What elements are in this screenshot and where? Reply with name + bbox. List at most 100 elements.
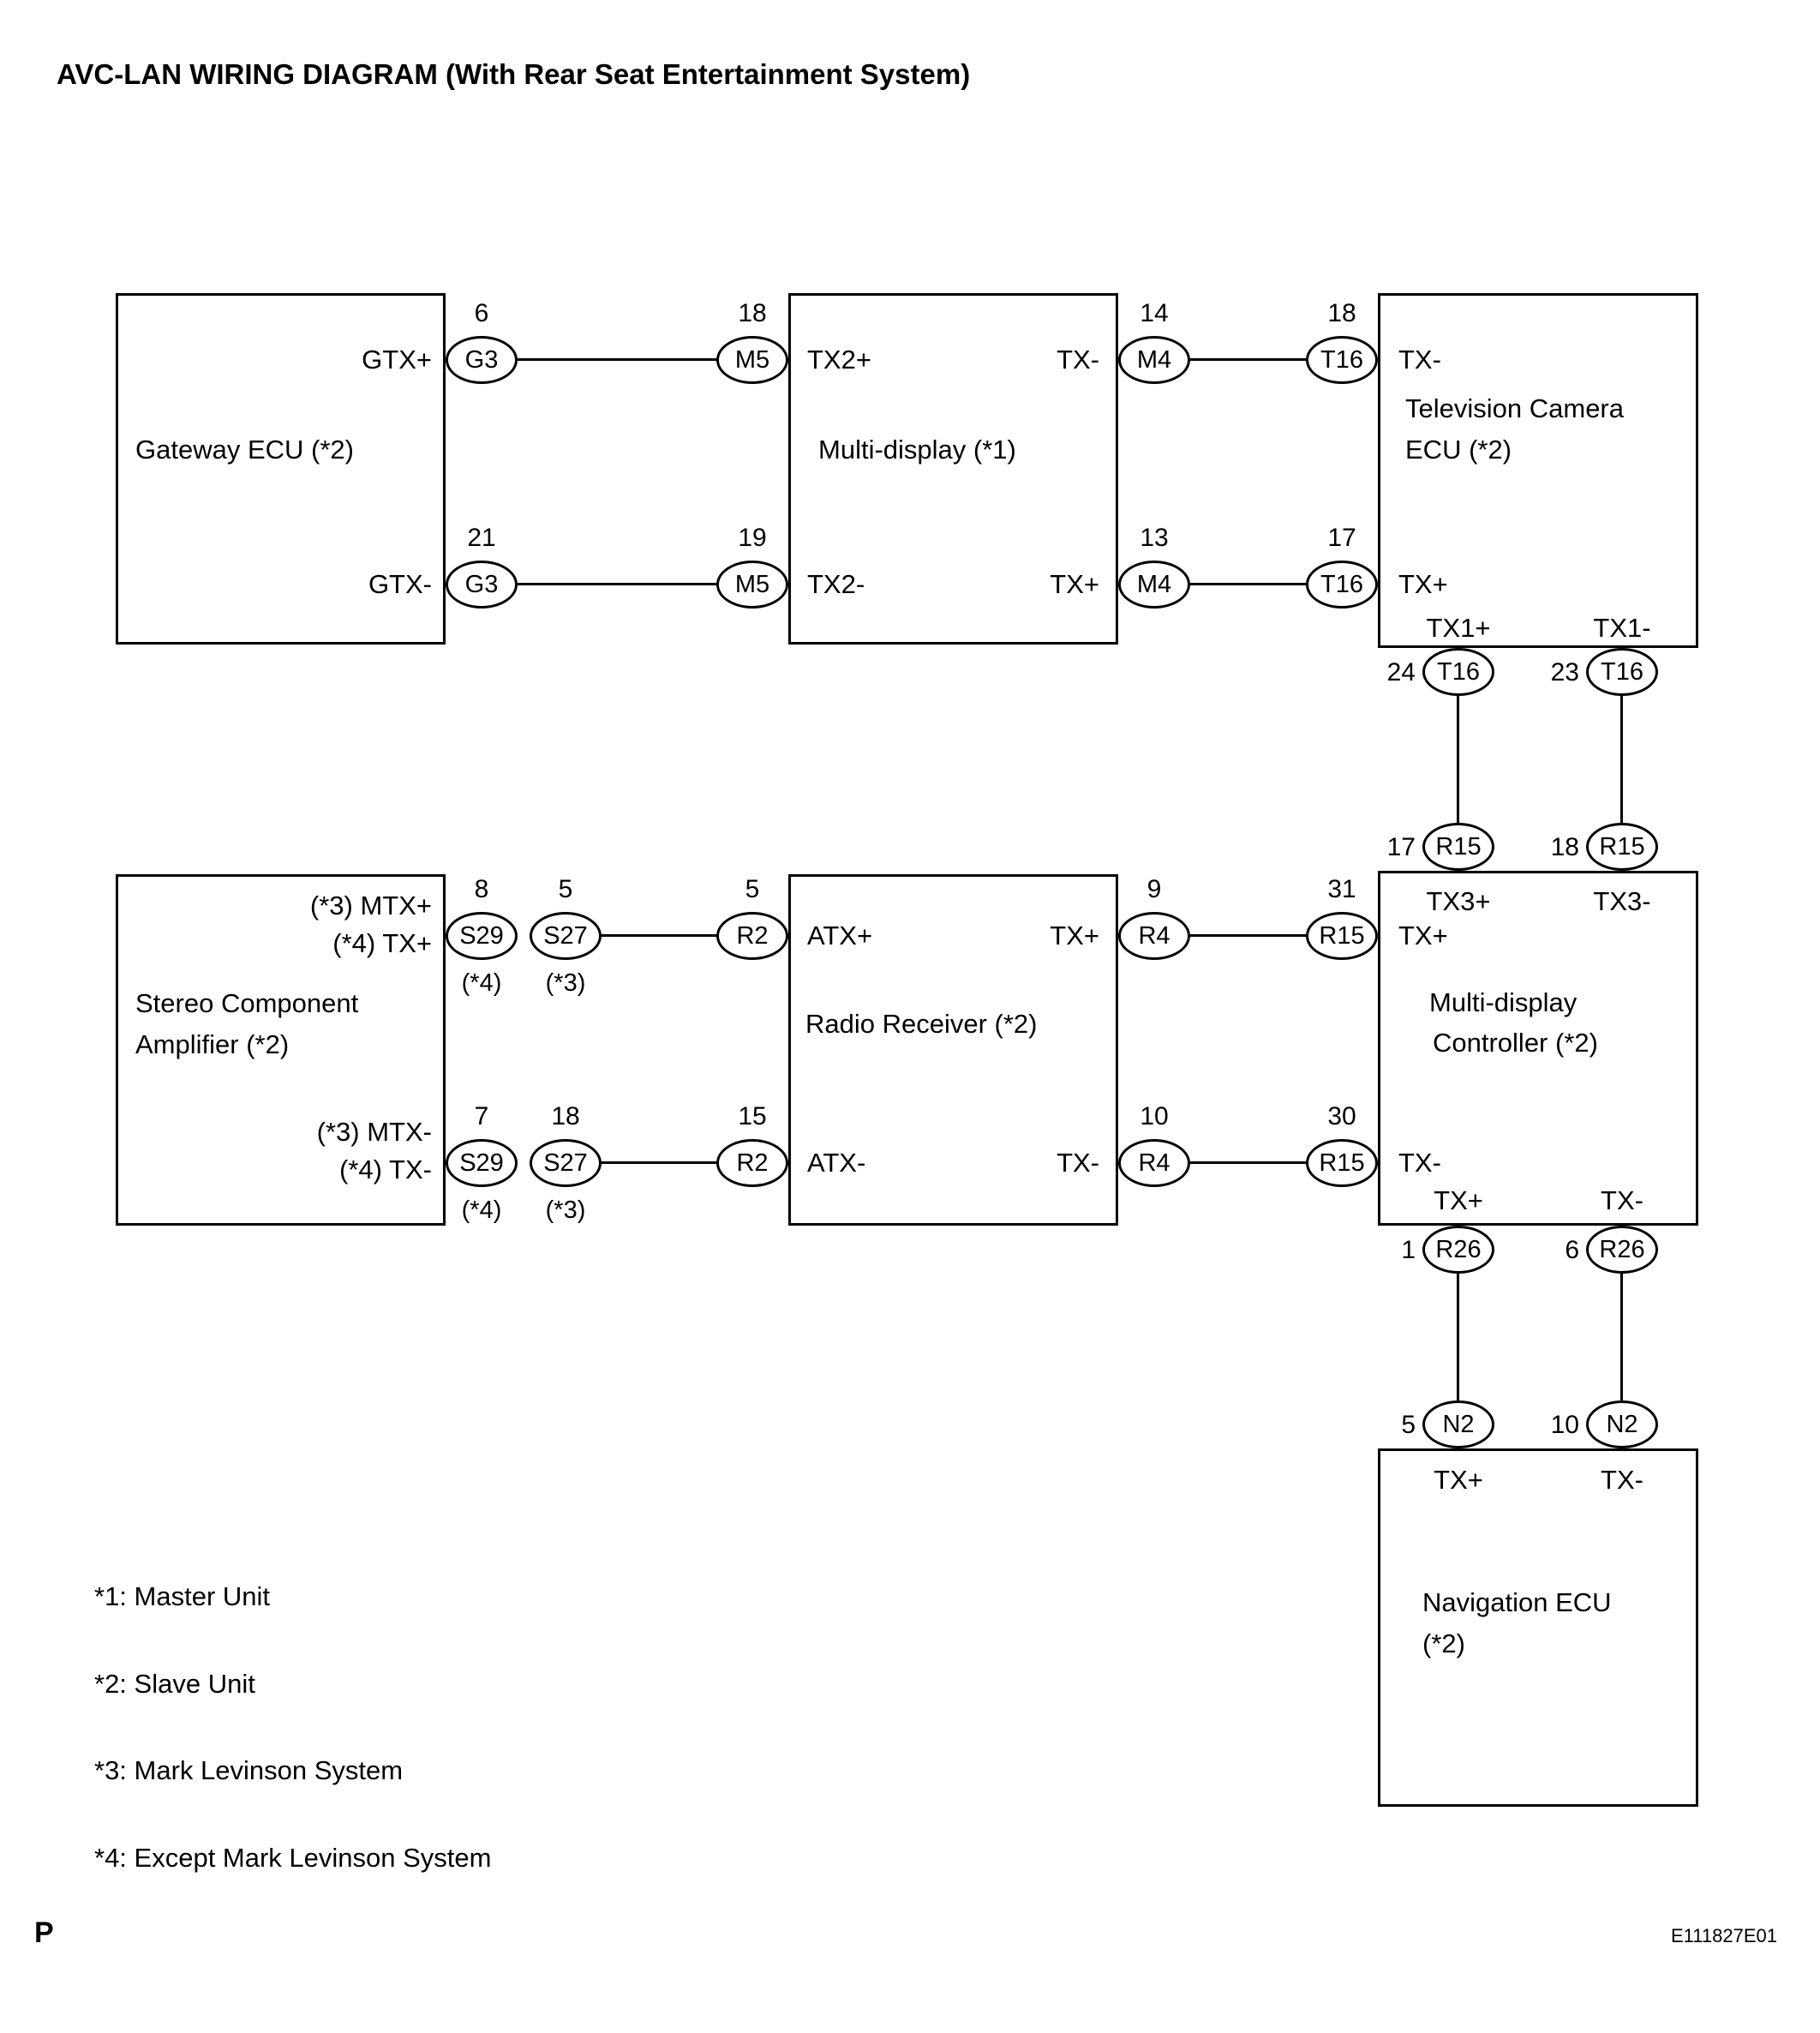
wire-t16-r15-right bbox=[1620, 696, 1623, 823]
stereo-amp-mtx-plus-label: (*3) MTX+ bbox=[309, 891, 432, 921]
tv-camera-tx1-minus-label: TX1- bbox=[1593, 613, 1651, 643]
box-tv-camera-ecu bbox=[1378, 293, 1698, 648]
radio-atx-minus-label: ATX- bbox=[807, 1148, 866, 1178]
pin-number: 10 bbox=[1550, 1411, 1579, 1439]
stereo-amp-label-line2: Amplifier (*2) bbox=[135, 1029, 290, 1059]
radio-receiver-label: Radio Receiver (*2) bbox=[805, 1009, 1038, 1039]
pin-number: 17 bbox=[1327, 524, 1356, 552]
tv-camera-label-line2: ECU (*2) bbox=[1405, 435, 1512, 465]
pin-number: 5 bbox=[745, 875, 760, 903]
controller-label-line1: Multi-display bbox=[1429, 987, 1578, 1017]
wire-r4-r15-bottom bbox=[1190, 1161, 1306, 1164]
stereo-amp-tx-plus-label: (*4) TX+ bbox=[332, 928, 432, 958]
legend-mark-levinson: *3: Mark Levinson System bbox=[94, 1755, 404, 1785]
connector-oval-r15: R15 bbox=[1586, 823, 1658, 871]
connector-oval-s29: S29 bbox=[446, 1139, 518, 1187]
pin-number: 24 bbox=[1386, 658, 1416, 687]
page-marker: P bbox=[34, 1916, 54, 1949]
tv-camera-tx-plus-label: TX+ bbox=[1398, 569, 1448, 599]
box-radio-receiver bbox=[788, 874, 1118, 1226]
navigation-label-line1: Navigation ECU bbox=[1422, 1587, 1612, 1617]
pin-number: 15 bbox=[738, 1102, 767, 1130]
pin-number: 14 bbox=[1140, 299, 1169, 327]
box-gateway-ecu bbox=[116, 293, 446, 645]
connector-oval-t16: T16 bbox=[1586, 648, 1658, 696]
wire-g3-m5-top bbox=[518, 358, 716, 361]
legend-slave-unit: *2: Slave Unit bbox=[94, 1669, 255, 1699]
tv-camera-label-line1: Television Camera bbox=[1405, 393, 1624, 423]
multi-display-tx-plus-label: TX+ bbox=[1050, 569, 1099, 599]
connector-oval-r2: R2 bbox=[716, 912, 788, 960]
pin-number: 10 bbox=[1140, 1102, 1169, 1130]
connector-oval-r15: R15 bbox=[1306, 1139, 1378, 1187]
controller-label-line2: Controller (*2) bbox=[1433, 1028, 1598, 1058]
pin-number: 13 bbox=[1140, 524, 1169, 552]
navigation-tx-minus-label: TX- bbox=[1601, 1465, 1643, 1495]
connector-oval-r2: R2 bbox=[716, 1139, 788, 1187]
box-multi-display bbox=[788, 293, 1118, 645]
multi-display-tx2-minus-label: TX2- bbox=[807, 569, 865, 599]
radio-tx-minus-label: TX- bbox=[1057, 1148, 1099, 1178]
connector-oval-r26: R26 bbox=[1422, 1226, 1494, 1274]
gateway-ecu-label: Gateway ECU (*2) bbox=[135, 435, 354, 465]
variant-note: (*3) bbox=[545, 969, 586, 997]
connector-oval-m4: M4 bbox=[1118, 561, 1190, 609]
stereo-amp-tx-minus-label: (*4) TX- bbox=[339, 1154, 432, 1184]
pin-number: 6 bbox=[1565, 1236, 1579, 1264]
connector-oval-n2: N2 bbox=[1586, 1400, 1658, 1448]
legend-except-mark-levinson: *4: Except Mark Levinson System bbox=[94, 1843, 492, 1873]
stereo-amp-label-line1: Stereo Component bbox=[135, 988, 359, 1018]
pin-number: 7 bbox=[474, 1102, 489, 1130]
connector-oval-s29: S29 bbox=[446, 912, 518, 960]
page-title: AVC-LAN WIRING DIAGRAM (With Rear Seat E… bbox=[57, 58, 971, 90]
pin-number: 30 bbox=[1327, 1102, 1356, 1130]
pin-number: 8 bbox=[474, 875, 489, 903]
variant-note: (*4) bbox=[461, 969, 502, 997]
pin-number: 1 bbox=[1401, 1236, 1416, 1264]
pin-number: 5 bbox=[1401, 1411, 1416, 1439]
connector-oval-r26: R26 bbox=[1586, 1226, 1658, 1274]
pin-number: 18 bbox=[738, 299, 767, 327]
box-md-controller bbox=[1378, 871, 1698, 1226]
connector-oval-n2: N2 bbox=[1422, 1400, 1494, 1448]
wire-s27-r2-top bbox=[602, 934, 716, 937]
connector-oval-g3: G3 bbox=[446, 336, 518, 384]
wire-r26-n2-left bbox=[1457, 1274, 1459, 1400]
box-navigation-ecu bbox=[1378, 1448, 1698, 1807]
document-code: E111827E01 bbox=[1671, 1925, 1777, 1946]
controller-tx3-minus-label: TX3- bbox=[1593, 886, 1651, 916]
multi-display-label: Multi-display (*1) bbox=[818, 435, 1016, 465]
connector-oval-m5: M5 bbox=[716, 561, 788, 609]
gateway-gtx-minus-label: GTX- bbox=[368, 569, 432, 599]
controller-bottom-tx-minus-label: TX- bbox=[1601, 1185, 1643, 1215]
pin-number: 9 bbox=[1146, 875, 1162, 903]
tv-camera-tx1-plus-label: TX1+ bbox=[1426, 613, 1491, 643]
connector-oval-g3: G3 bbox=[446, 561, 518, 609]
connector-oval-t16: T16 bbox=[1306, 561, 1378, 609]
wire-s27-r2-bottom bbox=[602, 1161, 716, 1164]
connector-oval-t16: T16 bbox=[1422, 648, 1494, 696]
pin-number: 6 bbox=[474, 299, 489, 327]
connector-oval-r15: R15 bbox=[1306, 912, 1378, 960]
connector-oval-r4: R4 bbox=[1118, 1139, 1190, 1187]
controller-bottom-tx-plus-label: TX+ bbox=[1434, 1185, 1483, 1215]
controller-left-tx-minus-label: TX- bbox=[1398, 1148, 1441, 1178]
connector-oval-r15: R15 bbox=[1422, 823, 1494, 871]
variant-note: (*4) bbox=[461, 1196, 502, 1224]
box-stereo-amplifier bbox=[116, 874, 446, 1226]
navigation-label-line2: (*2) bbox=[1422, 1628, 1465, 1658]
wire-r26-n2-right bbox=[1620, 1274, 1623, 1400]
gateway-gtx-plus-label: GTX+ bbox=[362, 345, 432, 375]
pin-number: 18 bbox=[551, 1102, 580, 1130]
multi-display-tx2-plus-label: TX2+ bbox=[807, 345, 871, 375]
wire-g3-m5-bottom bbox=[518, 583, 716, 585]
multi-display-tx-minus-label: TX- bbox=[1057, 345, 1099, 375]
pin-number: 19 bbox=[738, 524, 767, 552]
navigation-tx-plus-label: TX+ bbox=[1434, 1465, 1483, 1495]
controller-tx3-plus-label: TX3+ bbox=[1426, 886, 1491, 916]
pin-number: 21 bbox=[467, 524, 496, 552]
tv-camera-tx-minus-label: TX- bbox=[1398, 345, 1441, 375]
wire-m4-t16-top bbox=[1190, 358, 1306, 361]
legend-master-unit: *1: Master Unit bbox=[94, 1581, 271, 1611]
